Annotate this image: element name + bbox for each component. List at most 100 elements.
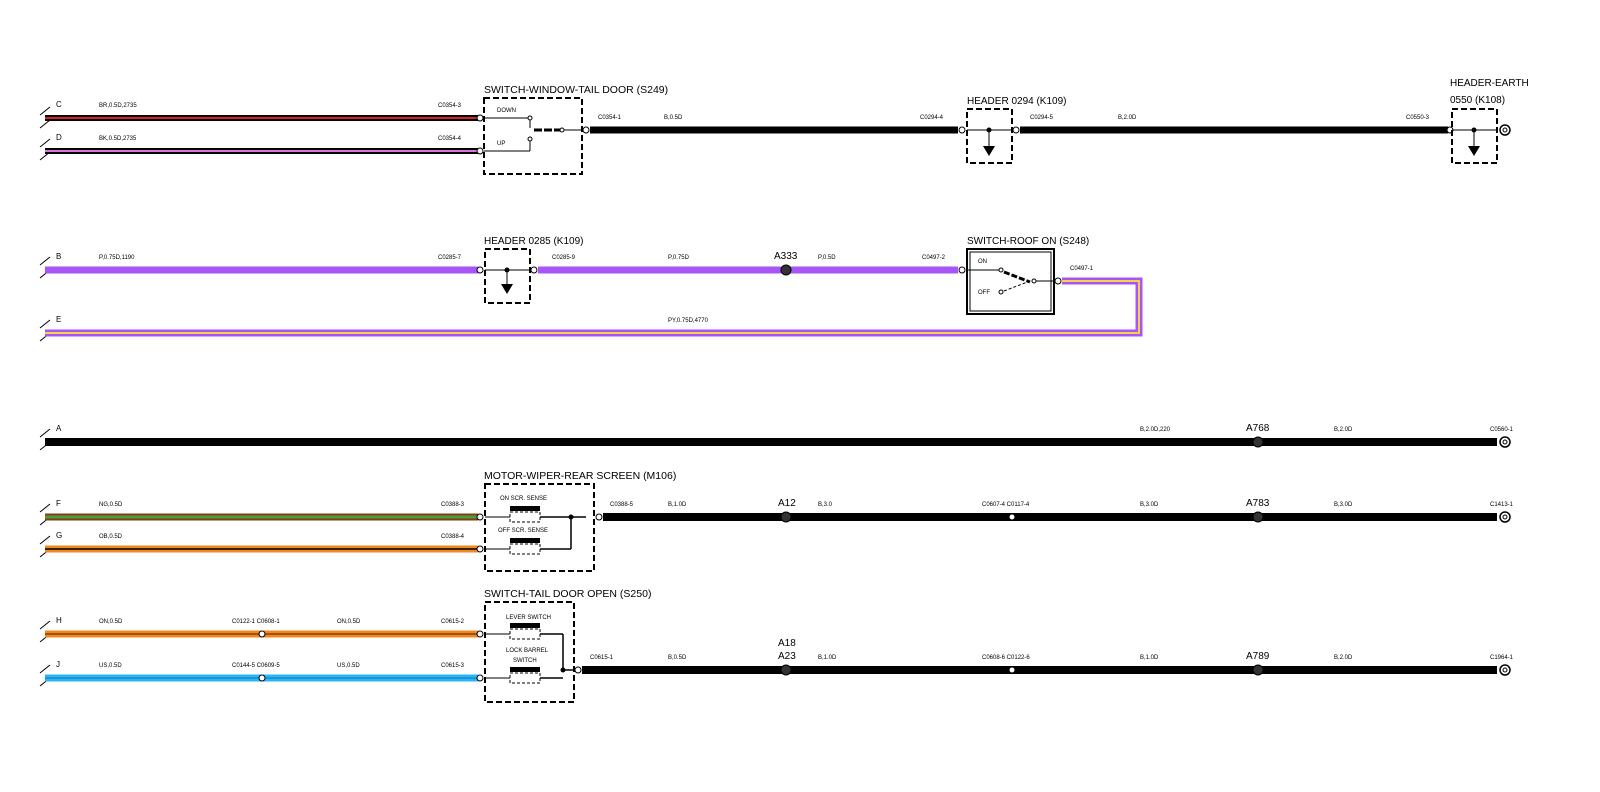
splice-a18-label: A18 (778, 638, 796, 649)
k109-0285-out-connector: C0285-9 (552, 255, 576, 261)
wire-a-end-connector: C0560-1 (1490, 427, 1514, 433)
f-inline-connector: C0607-4 C0117-4 (982, 502, 1030, 508)
k109-0285-out-spec: P,0.75D (668, 255, 690, 261)
switch-roof-on-title: SWITCH-ROOF ON (S248) (967, 236, 1089, 247)
s248-in-connector: C0497-2 (922, 255, 946, 261)
wire-b-spec: P,0.75D,1190 (99, 255, 135, 261)
switch-window-tail-door: SWITCH-WINDOW-TAIL DOOR (S249) DOWN UP (483, 84, 668, 175)
j-end-connector: C1964-1 (1490, 655, 1514, 661)
wire-c-spec: BR,0.5D,2735 (99, 103, 137, 109)
wire-d-spec: BK,0.5D,2735 (99, 136, 137, 142)
wire-j-spec: US,0.5D (99, 663, 122, 669)
motor-wiper-title: MOTOR-WIPER-REAR SCREEN (M106) (484, 470, 676, 482)
wire-c-letter: C (56, 100, 62, 109)
header-0294-title: HEADER 0294 (K109) (967, 96, 1067, 107)
splice-a333-label: A333 (774, 251, 798, 262)
wire-f-ground-run: C0388-5 B,1.0D A12 B,3.0 C0607-4 C0117-4… (603, 498, 1514, 523)
wire-s249-to-k109: C0354-1 B,0.5D C0294-4 (590, 115, 966, 134)
wire-h-spec: ON,0.5D (99, 619, 123, 625)
f-end-connector: C1413-1 (1490, 502, 1514, 508)
k109-0294-in-connector: C0294-4 (920, 115, 944, 121)
wire-f: F NG,0.5D C0388-3 (39, 499, 484, 526)
wire-j-letter: J (56, 660, 60, 669)
wire-j-spec2: US,0.5D (337, 663, 360, 669)
wire-f-letter: F (56, 499, 61, 508)
wire-h: H ON,0.5D C0122-1 C0608-1 ON,0.5D C0615-… (39, 616, 484, 643)
f-spec1: B,1.0D (668, 502, 687, 508)
lock-barrel-label-1: LOCK BARREL (506, 648, 549, 654)
wire-h-connector: C0615-2 (441, 619, 465, 625)
wire-k109-to-s248: C0285-9 P,0.75D A333 P,0.5D C0497-2 (538, 251, 966, 276)
switch-tail-door-open-title: SWITCH-TAIL DOOR OPEN (S250) (484, 588, 651, 600)
k109-0294-out-spec: B,2.0D (1118, 115, 1137, 121)
wire-e: E PY,0.75D,4770 (39, 277, 1143, 342)
wire-j-ground-run: C0615-1 B,0.5D A18 A23 B,1.0D C0608-6 C0… (582, 638, 1514, 676)
header-earth-title-1: HEADER-EARTH (1450, 78, 1529, 89)
j-spec2: B,1.0D (818, 655, 837, 661)
wire-g-connector: C0388-4 (441, 534, 465, 540)
wire-g: G OB,0.5D C0388-4 (39, 531, 484, 558)
switch-off-label: OFF (978, 290, 990, 296)
wire-c: C BR,0.5D,2735 C0354-3 (39, 100, 484, 129)
s249-out-connector: C0354-1 (598, 115, 622, 121)
splice-a783 (1252, 511, 1264, 523)
wire-d: D BK,0.5D,2735 C0354-4 (39, 133, 484, 161)
splice-a12 (780, 511, 792, 523)
s248-out-connector: C0497-1 (1070, 266, 1094, 272)
splice-a23-label: A23 (778, 651, 796, 662)
header-0294: HEADER 0294 (K109) (966, 96, 1067, 164)
j-inline-connector: C0608-6 C0122-6 (982, 655, 1030, 661)
wire-j-inline: C0144-5 C0609-5 (232, 663, 280, 669)
f-spec4: B,3.0D (1334, 502, 1353, 508)
splice-a768-label: A768 (1246, 423, 1270, 434)
header-0285-title: HEADER 0285 (K109) (484, 236, 584, 247)
k108-in-connector: C0550-3 (1406, 115, 1430, 121)
header-earth-0550: HEADER-EARTH 0550 (K108) (1450, 78, 1529, 164)
wire-k109-to-k108: C0294-5 B,2.0D C0550-3 (1020, 115, 1454, 134)
wire-f-spec: NG,0.5D (99, 502, 123, 508)
wire-f-connector: C0388-3 (441, 502, 465, 508)
wire-e-letter: E (56, 315, 61, 324)
wire-h-letter: H (56, 616, 62, 625)
switch-down-label: DOWN (497, 108, 516, 114)
wire-c-connector: C0354-3 (438, 103, 462, 109)
wire-e-spec: PY,0.75D,4770 (668, 318, 709, 324)
switch-roof-on: SWITCH-ROOF ON (S248) ON OFF C0497-1 (966, 236, 1094, 315)
switch-on-label: ON (978, 259, 987, 265)
wire-g-spec: OB,0.5D (99, 534, 123, 540)
motor-wiper-rear-screen: MOTOR-WIPER-REAR SCREEN (M106) ON SCR. S… (484, 470, 676, 572)
splice-a783-label: A783 (1246, 498, 1270, 509)
header-0285: HEADER 0285 (K109) (484, 236, 584, 304)
j-spec3: B,1.0D (1140, 655, 1159, 661)
wire-b-letter: B (56, 252, 61, 261)
wire-j: J US,0.5D C0144-5 C0609-5 US,0.5D C0615-… (39, 660, 484, 687)
j-spec4: B,2.0D (1334, 655, 1353, 661)
k109-0294-out-connector: C0294-5 (1030, 115, 1054, 121)
splice-a789 (1252, 664, 1264, 676)
on-scr-sense-label: ON SCR. SENSE (500, 496, 547, 502)
splice-a333 (780, 264, 792, 276)
wire-j-connector: C0615-3 (441, 663, 465, 669)
splice-a789-label: A789 (1246, 651, 1270, 662)
header-earth-title-2: 0550 (K108) (1450, 95, 1505, 106)
wire-a: A B,2.0D,220 A768 B,2.0D C0560-1 (39, 423, 1514, 451)
s249-out-spec: B,0.5D (664, 115, 683, 121)
splice-a23 (780, 664, 792, 676)
wire-b-connector: C0285-7 (438, 255, 462, 261)
f-out-connector: C0388-5 (610, 502, 634, 508)
wire-h-inline: C0122-1 C0608-1 (232, 619, 280, 625)
splice-a333-spec: P,0.5D (818, 255, 836, 261)
wire-a-letter: A (56, 424, 62, 433)
lever-switch-label: LEVER SWITCH (506, 615, 551, 621)
wire-d-connector: C0354-4 (438, 136, 462, 142)
wire-break-c (39, 106, 51, 129)
lock-barrel-label-2: SWITCH (513, 658, 537, 664)
splice-a768 (1252, 436, 1264, 448)
f-spec3: B,3.0D (1140, 502, 1159, 508)
f-spec2: B,3.0 (818, 502, 833, 508)
j-spec1: B,0.5D (668, 655, 687, 661)
wire-b: B P,0.75D,1190 C0285-7 (39, 252, 484, 279)
wire-h-spec2: ON,0.5D (337, 619, 361, 625)
switch-tail-door-open: SWITCH-TAIL DOOR OPEN (S250) LEVER SWITC… (484, 588, 651, 703)
switch-up-label: UP (497, 141, 505, 147)
